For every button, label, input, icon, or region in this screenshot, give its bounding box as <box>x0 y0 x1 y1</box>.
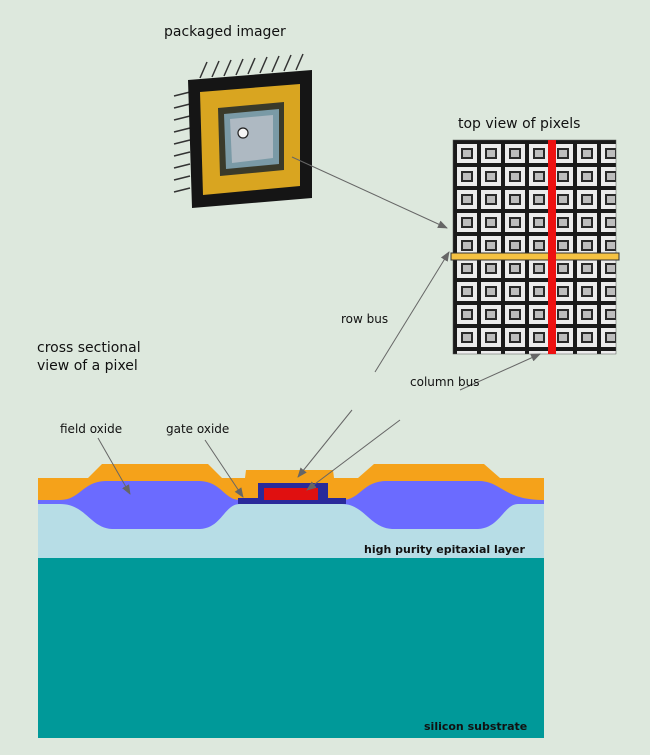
chip-pin-top <box>247 57 256 75</box>
label-silicon-substrate: silicon substrate <box>424 720 528 733</box>
gate-oxide-layer <box>238 498 346 504</box>
label-epitaxial-layer: high purity epitaxial layer <box>364 543 525 556</box>
arrow-field-oxide <box>97 437 131 495</box>
chip-pin-top <box>211 60 220 78</box>
silicon-substrate <box>38 558 544 738</box>
arrow-row-bus-down <box>297 409 353 478</box>
chip-pin-top <box>199 61 208 79</box>
chip-pin-left <box>173 103 191 109</box>
chip-pin-top <box>259 56 268 74</box>
label-field-oxide: field oxide <box>60 422 123 436</box>
pixel-grid-image <box>452 139 617 355</box>
arrow-column-bus-up <box>459 353 541 391</box>
chip-die-glass <box>230 115 273 163</box>
label-gate-oxide: gate oxide <box>166 422 230 436</box>
label-top-view: top view of pixels <box>458 116 581 132</box>
label-cross-section-line1: cross sectional <box>37 340 141 356</box>
label-packaged-imager: packaged imager <box>164 24 286 40</box>
gate-electrode <box>264 488 318 500</box>
label-cross-section-line2: view of a pixel <box>37 358 138 374</box>
pixel-grid-top-view <box>450 139 620 355</box>
chip-pin-top <box>271 55 280 73</box>
field-oxide-left <box>38 481 240 529</box>
chip-pin-left <box>173 175 191 181</box>
arrow-column-bus-down <box>306 419 401 491</box>
field-oxide-right <box>342 481 544 529</box>
arrow-gate-oxide <box>204 439 244 498</box>
chip-pin-left <box>173 187 191 193</box>
chip-pin-left <box>173 163 191 169</box>
chip-pin-left <box>173 151 191 157</box>
arrows <box>97 156 541 498</box>
label-column-bus: column bus <box>410 375 480 389</box>
chip-die-dot <box>237 127 249 139</box>
label-row-bus: row bus <box>341 312 389 326</box>
packaged-imager-chip <box>173 53 312 208</box>
chip-pin-top <box>283 54 292 72</box>
chip-pin-left <box>173 115 191 121</box>
arrow-row-bus-up <box>374 251 450 373</box>
chip-pins <box>173 53 304 193</box>
arrow-chip-to-pixels <box>291 156 448 229</box>
chip-pin-top <box>295 53 304 71</box>
column-bus-line <box>548 140 556 354</box>
cross-section <box>38 464 544 738</box>
chip-pin-left <box>173 139 191 145</box>
chip-pin-left <box>173 91 191 97</box>
chip-pin-top <box>223 59 232 77</box>
chip-pin-top <box>235 58 244 76</box>
chip-pin-left <box>173 127 191 133</box>
row-bus-line <box>450 252 620 261</box>
